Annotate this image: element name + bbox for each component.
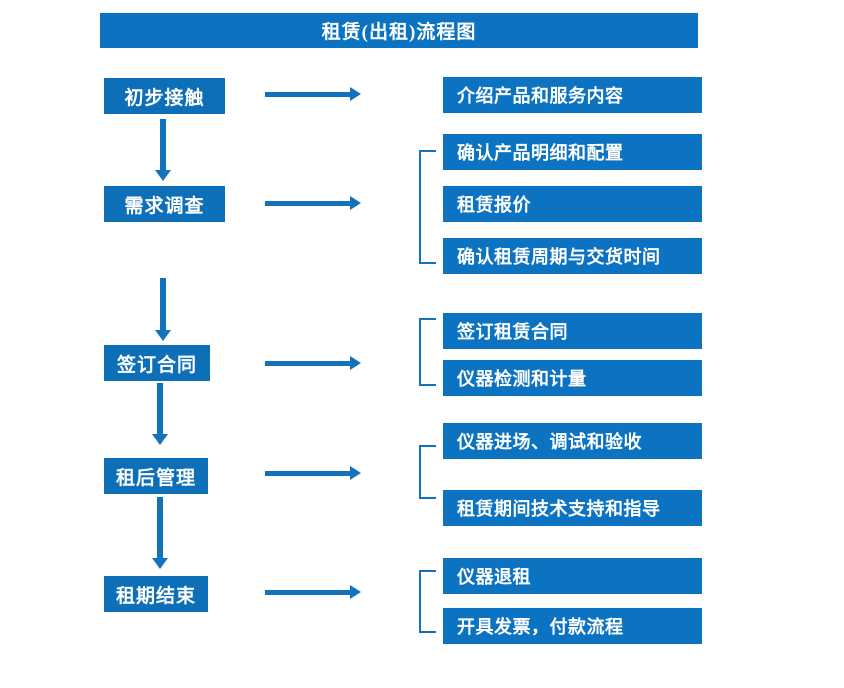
arrow-shaft — [265, 361, 350, 366]
right-arrow-icon-4 — [265, 466, 361, 480]
detail-box-2-2[interactable]: 租赁报价 — [443, 186, 702, 222]
arrow-head — [152, 434, 168, 445]
arrow-shaft — [265, 471, 350, 476]
group-bracket-icon-2 — [419, 150, 436, 264]
arrow-head — [350, 196, 361, 210]
detail-box-4-1[interactable]: 仪器进场、调试和验收 — [443, 423, 702, 459]
arrow-shaft — [157, 383, 163, 434]
group-bracket-icon-5 — [419, 570, 436, 633]
arrow-shaft — [265, 590, 350, 595]
right-arrow-icon-3 — [265, 356, 361, 370]
stage-box-2[interactable]: 需求调查 — [104, 186, 225, 222]
detail-box-2-1[interactable]: 确认产品明细和配置 — [443, 134, 702, 170]
diagram-title: 租赁(出租)流程图 — [100, 13, 698, 48]
arrow-head — [350, 466, 361, 480]
arrow-head — [350, 585, 361, 599]
right-arrow-icon-2 — [265, 196, 361, 210]
arrow-shaft — [160, 119, 166, 170]
arrow-head — [155, 330, 171, 341]
down-arrow-icon-3 — [152, 383, 168, 445]
group-bracket-icon-3 — [419, 318, 436, 386]
arrow-shaft — [265, 201, 350, 206]
stage-box-3[interactable]: 签订合同 — [104, 345, 210, 381]
detail-box-1-1[interactable]: 介绍产品和服务内容 — [443, 77, 702, 113]
right-arrow-icon-5 — [265, 585, 361, 599]
detail-box-5-2[interactable]: 开具发票，付款流程 — [443, 608, 702, 644]
down-arrow-icon-1 — [155, 119, 171, 181]
arrow-head — [350, 356, 361, 370]
arrow-head — [152, 558, 168, 569]
stage-box-4[interactable]: 租后管理 — [104, 458, 208, 494]
detail-box-5-1[interactable]: 仪器退租 — [443, 558, 702, 594]
stage-box-5[interactable]: 租期结束 — [104, 576, 208, 612]
arrow-head — [350, 87, 361, 101]
detail-box-3-1[interactable]: 签订租赁合同 — [443, 313, 702, 349]
down-arrow-icon-2 — [155, 278, 171, 341]
detail-box-2-3[interactable]: 确认租赁周期与交货时间 — [443, 238, 702, 274]
detail-box-3-2[interactable]: 仪器检测和计量 — [443, 360, 702, 396]
arrow-shaft — [265, 92, 350, 97]
down-arrow-icon-4 — [152, 497, 168, 569]
detail-box-4-2[interactable]: 租赁期间技术支持和指导 — [443, 490, 702, 526]
right-arrow-icon-1 — [265, 87, 361, 101]
arrow-head — [155, 170, 171, 181]
stage-box-1[interactable]: 初步接触 — [104, 78, 225, 114]
arrow-shaft — [160, 278, 166, 330]
group-bracket-icon-4 — [419, 445, 436, 499]
arrow-shaft — [157, 497, 163, 558]
